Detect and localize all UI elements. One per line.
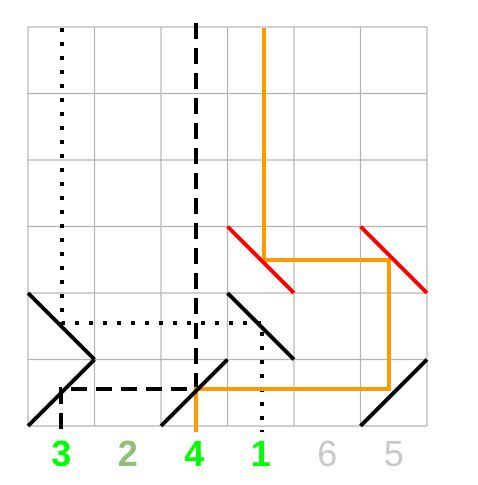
exit-label-2: 2 <box>117 433 138 474</box>
exit-label-5: 5 <box>383 433 404 474</box>
exit-label-4: 4 <box>184 433 205 474</box>
beam-path-1-orange <box>194 28 391 432</box>
exit-label-1: 1 <box>250 433 271 474</box>
mirror-slash-black <box>159 358 229 428</box>
beam-path-4-dashed <box>59 23 198 432</box>
mirror-slash-black <box>359 358 429 428</box>
mirror-backslash-black <box>26 291 96 361</box>
mirror-backslash-black <box>226 291 296 361</box>
exit-label-6: 6 <box>317 433 338 474</box>
beam-paths <box>59 23 391 432</box>
mirror-slash-black <box>26 358 96 428</box>
mirror-backslash-red <box>359 225 429 295</box>
beam-path-3-dotted <box>60 28 264 432</box>
exit-label-3: 3 <box>51 433 72 474</box>
mirror-backslash-red <box>226 225 296 295</box>
mirrors <box>26 225 429 428</box>
